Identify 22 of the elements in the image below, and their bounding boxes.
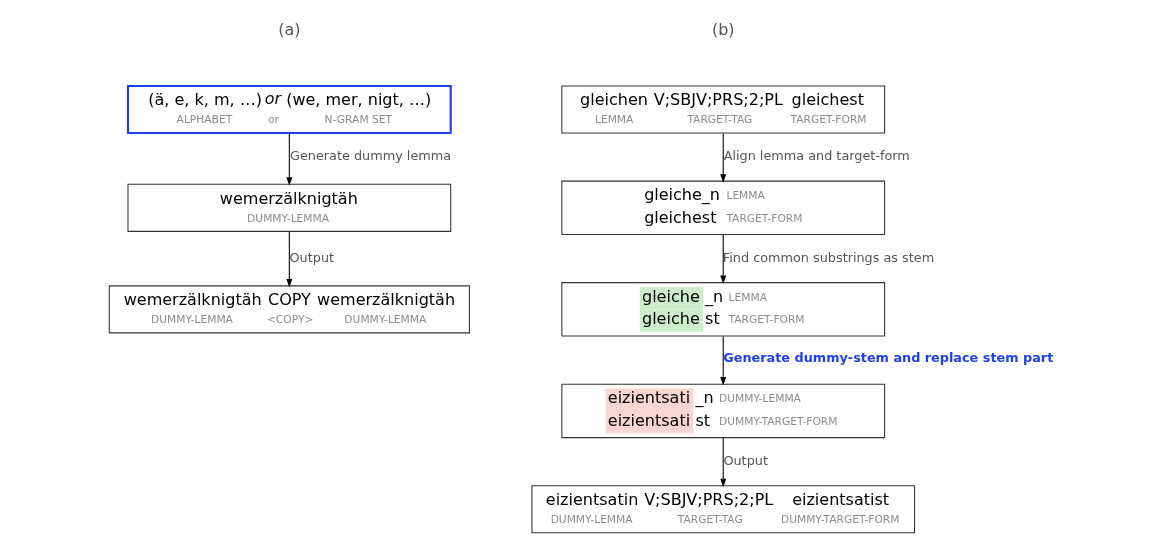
node-box: eizientsatin V;SBJV;PRS;2;PL eizientsatist DUMMY-LEMMA TARGET-TAG DUMMY-TARGET-FORM (530, 485, 915, 534)
label: (b) (711, 20, 735, 40)
arrow (719, 437, 726, 488)
edge-label: Generate dummy-stem and replace stem part (722, 350, 1053, 366)
node-box: (ä, e, k, m, …) or (we, mer, nigt, …) ALPHABET or N-GRAM SET (126, 84, 452, 135)
node-box: wemerzälknigtäh DUMMY-LEMMA (126, 183, 451, 232)
node-box: eizientsati _n DUMMY-LEMMA eizientsati st DUMMY-TARGET-FORM (560, 383, 885, 439)
arrow (719, 234, 726, 284)
edge-label: Generate dummy lemma (289, 148, 451, 164)
edge-label: Output (289, 249, 334, 265)
arrow (719, 132, 726, 183)
arrow (285, 230, 292, 288)
edge-label: Find common substrings as stem (722, 249, 934, 265)
node-box: gleichen V;SBJV;PRS;2;PL gleichest LEMMA TARGET-TAG TARGET-FORM (560, 85, 885, 134)
edge-label: Align lemma and target-form (723, 148, 910, 164)
arrow (719, 336, 726, 386)
edge-label: Output (722, 452, 768, 468)
node-box: gleiche _n LEMMA gleiche st TARGET-FORM (560, 282, 885, 337)
node-box: gleiche_n LEMMA gleichest TARGET-FORM (560, 180, 885, 236)
node-box: wemerzälknigtäh COPY wemerzälknigtäh DUMMY-LEMMA <COPY> DUMMY-LEMMA (108, 285, 470, 334)
label: (a) (277, 20, 300, 40)
arrow (285, 132, 292, 186)
